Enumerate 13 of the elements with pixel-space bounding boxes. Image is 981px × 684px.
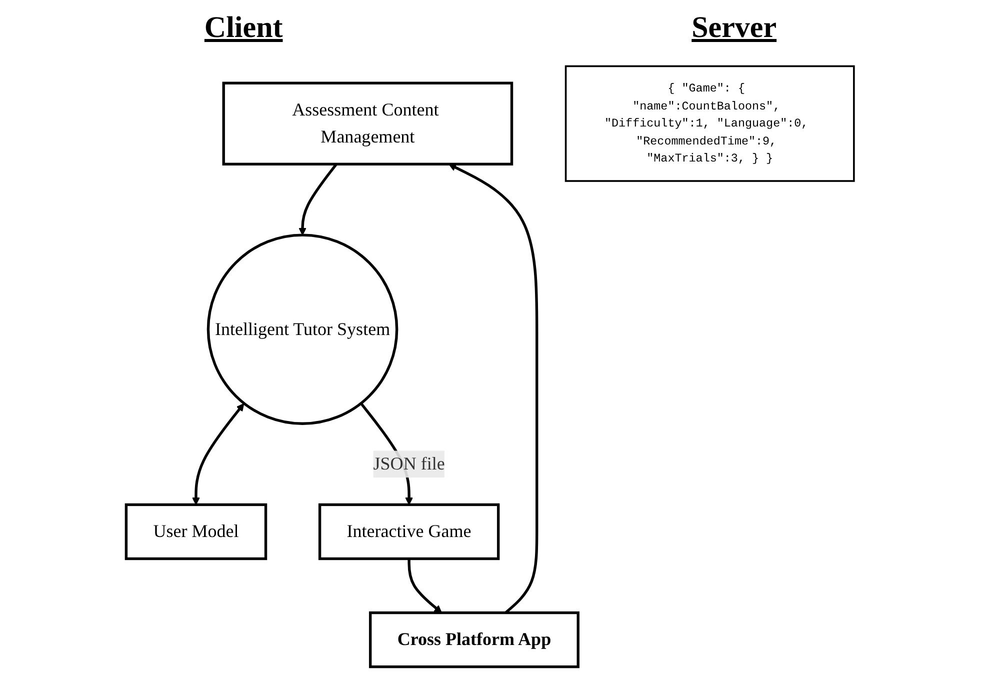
column-heading: Client bbox=[204, 11, 283, 45]
arrow bbox=[298, 162, 338, 235]
edge-label: JSON file bbox=[374, 454, 446, 474]
arrow bbox=[408, 558, 442, 613]
node-box: Interactive Game bbox=[318, 502, 500, 560]
arrow bbox=[448, 163, 539, 614]
node-box: { "Game": { "name":CountBaloons", "Difficulty":1, "Language":0, "RecommendedTime":9, "MaxTrials":3, } } bbox=[565, 64, 856, 182]
node-box: Assessment Content Management bbox=[222, 81, 514, 165]
arrow bbox=[192, 402, 245, 505]
node-circle: Intelligent Tutor System bbox=[207, 233, 399, 424]
node-box: Cross Platform App bbox=[369, 610, 580, 668]
column-heading: Server bbox=[692, 11, 777, 45]
node-box: User Model bbox=[125, 502, 268, 560]
